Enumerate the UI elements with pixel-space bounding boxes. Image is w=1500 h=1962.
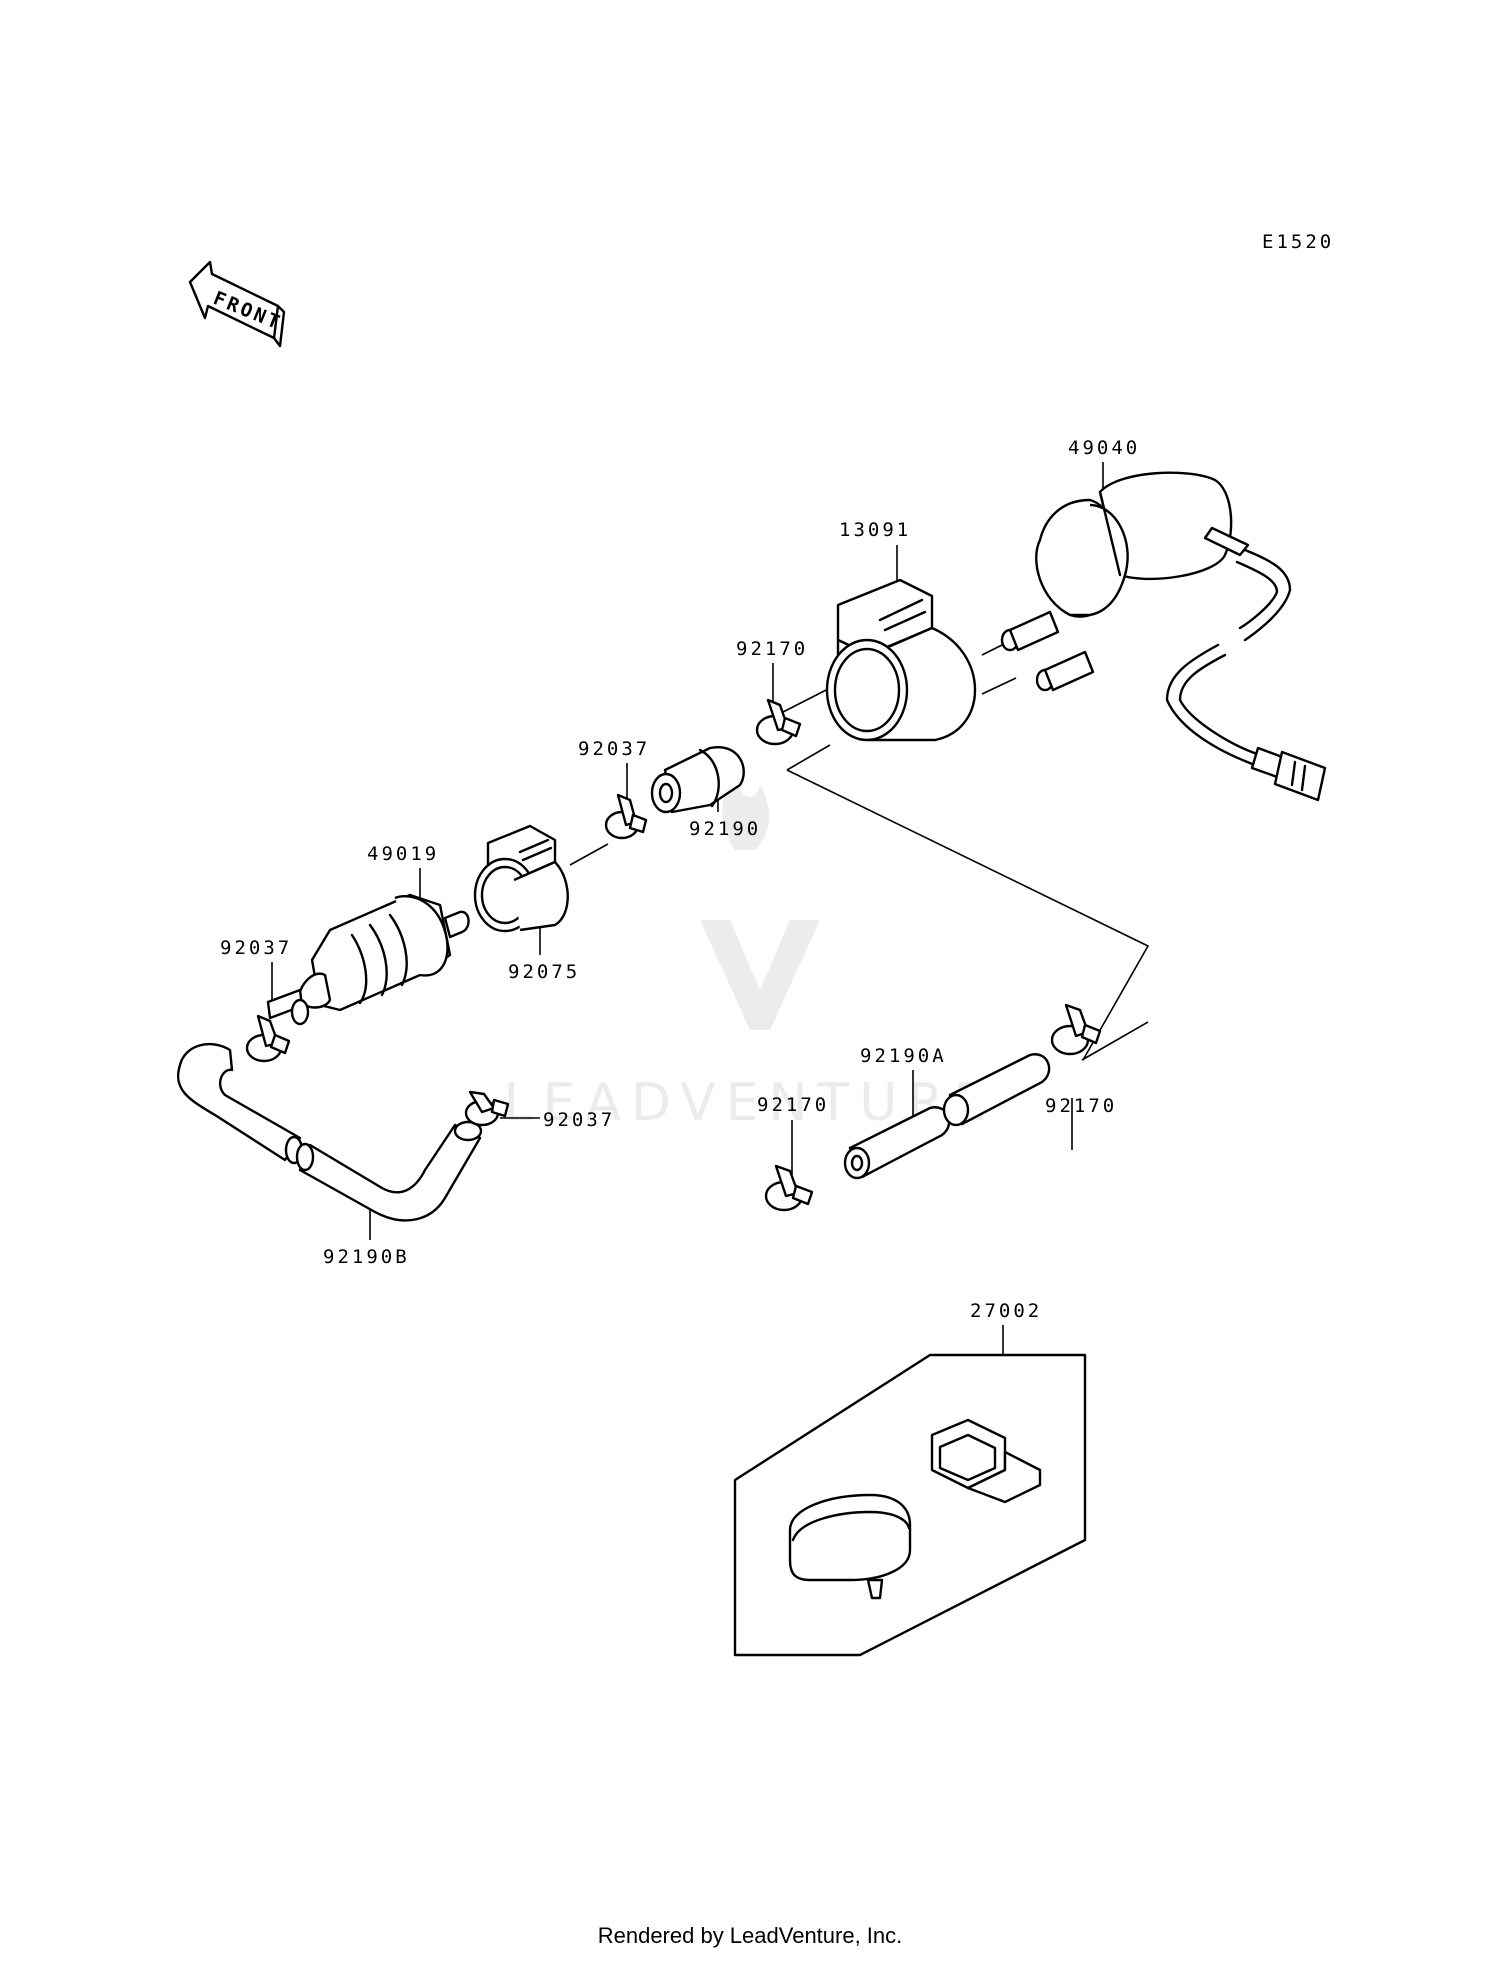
fuel-pump-49040 — [1000, 471, 1327, 802]
kit-27002 — [733, 1348, 1087, 1657]
clamp-92037-left — [245, 1014, 291, 1063]
label-92037-left: 92037 — [220, 937, 292, 959]
clamp-92170-top — [755, 698, 802, 746]
label-92170-right: 92170 — [1045, 1095, 1117, 1117]
label-92190: 92190 — [689, 818, 761, 840]
label-92190a: 92190A — [860, 1045, 947, 1067]
hose-92190 — [650, 745, 745, 814]
bracket-13091 — [825, 578, 977, 742]
label-92190b: 92190B — [323, 1246, 410, 1268]
clamp-92075 — [473, 824, 569, 933]
label-49040: 49040 — [1068, 437, 1140, 459]
fuel-filter-49019 — [266, 893, 470, 1026]
clamp-92037-top — [604, 793, 648, 840]
label-49019: 49019 — [367, 843, 439, 865]
front-arrow-icon: FRONT — [188, 260, 285, 348]
label-92037-mid: 92037 — [543, 1109, 615, 1131]
clamp-92170-left — [764, 1164, 814, 1212]
clamp-92037-mid — [464, 1090, 510, 1127]
label-92170-left: 92170 — [757, 1094, 829, 1116]
hose-92190b — [177, 1042, 483, 1222]
clamp-92170-right — [1050, 1003, 1102, 1056]
label-92075: 92075 — [508, 961, 580, 983]
part-labels: 49040 13091 92170 92037 92190 49019 9207… — [220, 437, 1140, 1322]
label-13091: 13091 — [839, 519, 911, 541]
label-27002: 27002 — [970, 1300, 1042, 1322]
footer-credit: Rendered by LeadVenture, Inc. — [597, 1923, 903, 1948]
diagram-code: E1520 — [1262, 231, 1334, 253]
label-92170-top: 92170 — [736, 638, 808, 660]
label-92037-top: 92037 — [578, 738, 650, 760]
hose-92190a — [843, 1053, 1051, 1180]
